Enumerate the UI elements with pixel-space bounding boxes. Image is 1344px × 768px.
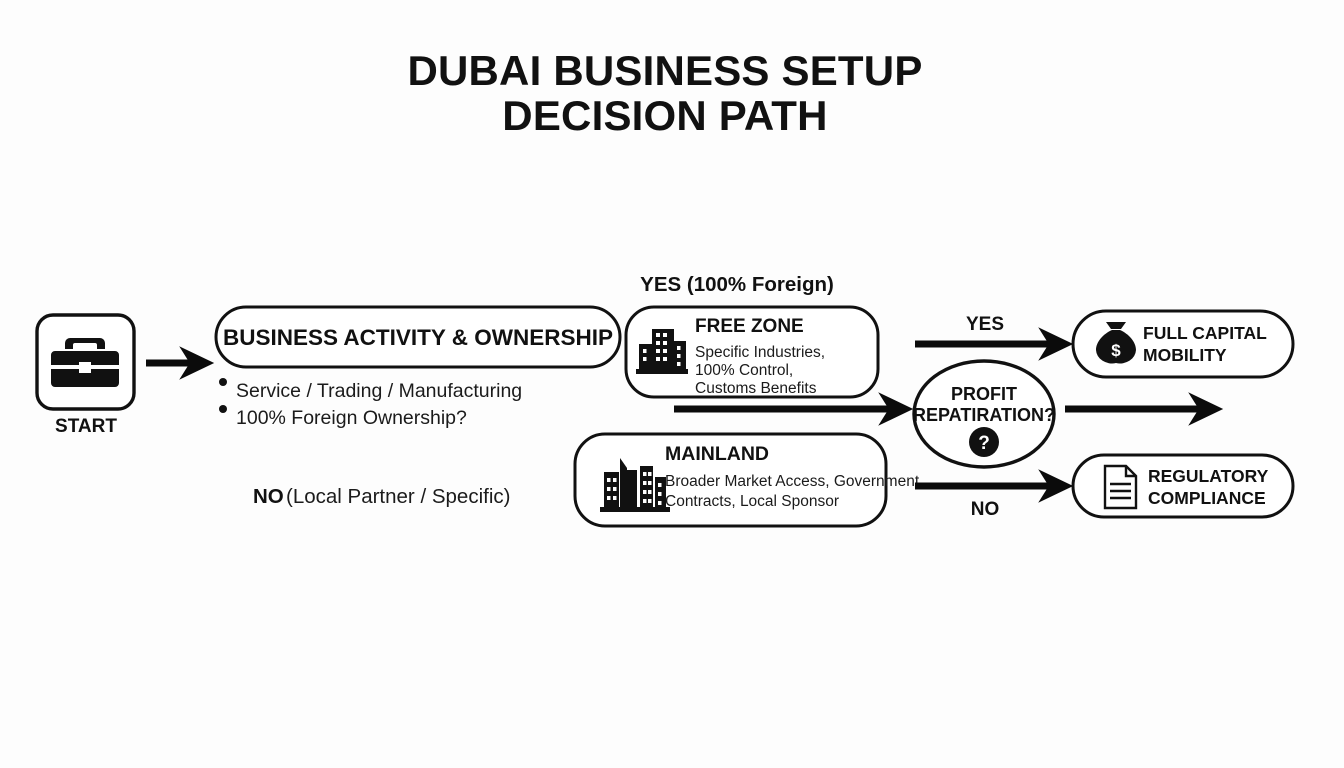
document-icon <box>1103 464 1138 510</box>
free-zone-line-2: Customs Benefits <box>695 380 817 397</box>
page-title-line2: DECISION PATH <box>502 92 827 139</box>
free-zone-title: FREE ZONE <box>695 316 804 337</box>
regulatory-line2: COMPLIANCE <box>1148 488 1266 508</box>
full-capital-line2: MOBILITY <box>1143 345 1227 365</box>
question-node[interactable]: PROFIT REPATIRATION? ? <box>912 359 1056 469</box>
buildings-icon <box>636 329 688 374</box>
question-ellipse <box>912 359 1056 469</box>
briefcase-icon <box>51 338 119 387</box>
regulatory-line1: REGULATORY <box>1148 466 1269 486</box>
mainland-line-0: Broader Market Access, Government <box>665 473 920 490</box>
bullet-dot <box>219 378 227 386</box>
decision-bullet-1: 100% Foreign Ownership? <box>236 407 467 429</box>
free-zone-line-1: 100% Control, <box>695 362 793 379</box>
bullet-dot <box>219 405 227 413</box>
mainland-line-1: Contracts, Local Sponsor <box>665 493 839 510</box>
decision-node[interactable]: BUSINESS ACTIVITY & OWNERSHIP <box>214 305 622 369</box>
branch-label-no-rest: (Local Partner / Specific) <box>286 485 510 508</box>
branch-label-no-bold: NO <box>253 485 284 508</box>
page-title-line1: DUBAI BUSINESS SETUP <box>407 47 922 94</box>
outcome-node-regulatory-compliance[interactable]: REGULATORY COMPLIANCE <box>1071 453 1295 519</box>
decision-pill <box>214 305 622 369</box>
start-caption: START <box>55 416 117 437</box>
mainland-title: MAINLAND <box>665 443 769 465</box>
svg-text:$: $ <box>1111 341 1121 360</box>
option-node-mainland[interactable]: MAINLAND Broader Market Access, Governme… <box>573 432 920 528</box>
regulatory-box <box>1071 453 1295 519</box>
option-node-free-zone[interactable]: FREE ZONE Specific Industries, 100% Cont… <box>624 305 880 399</box>
decision-bullet-0: Service / Trading / Manufacturing <box>236 380 522 402</box>
full-capital-line1: FULL CAPITAL <box>1143 323 1267 343</box>
start-node[interactable]: START <box>35 313 136 437</box>
free-zone-box <box>624 305 880 399</box>
decision-bullets: Service / Trading / Manufacturing 100% F… <box>219 378 522 429</box>
question-line1: PROFIT <box>951 384 1017 404</box>
branch-label-yes-foreign: YES (100% Foreign) <box>640 273 834 296</box>
skyline-icon <box>600 458 670 512</box>
svg-text:?: ? <box>978 433 990 454</box>
branch-label-no-local: NO (Local Partner / Specific) <box>253 485 510 508</box>
money-bag-icon: $ <box>1096 322 1136 364</box>
decision-label: BUSINESS ACTIVITY & OWNERSHIP <box>223 325 613 350</box>
edge-label-no: NO <box>971 499 1000 520</box>
edge-label-yes: YES <box>966 314 1004 335</box>
outcome-node-full-capital-mobility[interactable]: $ FULL CAPITAL MOBILITY <box>1071 309 1295 379</box>
question-badge-icon: ? <box>969 427 999 457</box>
question-line2: REPATIRATION? <box>913 405 1055 425</box>
free-zone-line-0: Specific Industries, <box>695 344 825 361</box>
